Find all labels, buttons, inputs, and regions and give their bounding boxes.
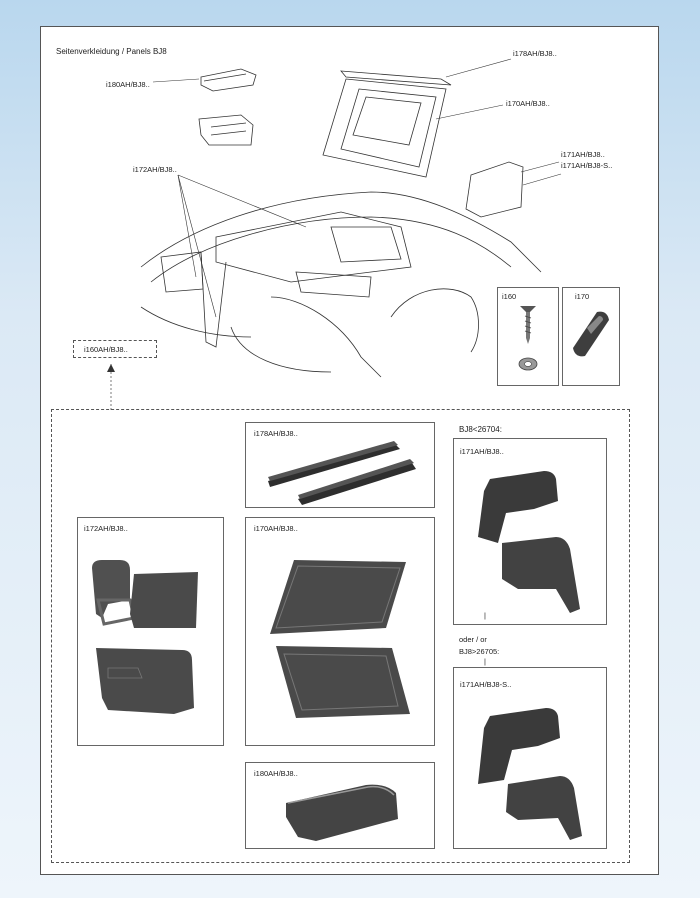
panel-photo-i170	[270, 560, 410, 718]
callout-i160ah-box: i160AH/BJ8..	[73, 340, 157, 358]
note-before-serial: BJ8<26704:	[459, 425, 502, 434]
photo-label-i171s: i171AH/BJ8-S..	[460, 680, 512, 689]
page-title: Seitenverkleidung / Panels BJ8	[56, 47, 167, 56]
photo-box-i171: i171AH/BJ8..	[453, 438, 607, 625]
callout-i171: i171AH/BJ8..	[561, 150, 605, 159]
photo-label-i178: i178AH/BJ8..	[254, 429, 298, 438]
photo-box-i172: i172AH/BJ8..	[77, 517, 224, 746]
connector-tick: |	[484, 611, 486, 620]
panel-photo-i172	[92, 560, 198, 714]
photo-box-i171s: i171AH/BJ8-S..	[453, 667, 607, 849]
panel-photo-i178	[268, 441, 416, 505]
hardware-label-i160: i160	[502, 292, 517, 301]
photo-box-i178: i178AH/BJ8..	[245, 422, 435, 508]
photo-label-i180: i180AH/BJ8..	[254, 769, 298, 778]
photo-label-i170: i170AH/BJ8..	[254, 524, 298, 533]
photo-label-i172: i172AH/BJ8..	[84, 524, 128, 533]
catalog-sheet: Seitenverkleidung / Panels BJ8	[40, 26, 659, 875]
hardware-box-i170: i170	[562, 287, 620, 386]
callout-i171s: i171AH/BJ8-S..	[561, 161, 613, 170]
exploded-diagram	[107, 58, 562, 410]
callout-i172: i172AH/BJ8..	[133, 165, 177, 174]
panel-photo-i180	[286, 784, 398, 841]
photo-label-i171: i171AH/BJ8..	[460, 447, 504, 456]
hardware-label-i170: i170	[575, 292, 590, 301]
note-after-serial: BJ8>26705:	[459, 647, 500, 656]
note-or: oder / or	[459, 635, 487, 644]
connector-tick-2: |	[484, 657, 486, 666]
panel-photo-i171	[478, 471, 580, 613]
callout-i178: i178AH/BJ8..	[513, 49, 557, 58]
callout-i180: i180AH/BJ8..	[106, 80, 150, 89]
photo-box-i180: i180AH/BJ8..	[245, 762, 435, 849]
callout-i160ah: i160AH/BJ8..	[84, 345, 128, 354]
arrow-up-icon	[107, 364, 115, 372]
callout-i170: i170AH/BJ8..	[506, 99, 550, 108]
photo-box-i170: i170AH/BJ8..	[245, 517, 435, 746]
panel-photo-i171s	[478, 708, 582, 840]
product-photos-frame	[51, 409, 630, 863]
screw-icon	[518, 306, 538, 371]
hardware-box-i160: i160	[497, 287, 559, 386]
clip-icon	[573, 311, 609, 357]
